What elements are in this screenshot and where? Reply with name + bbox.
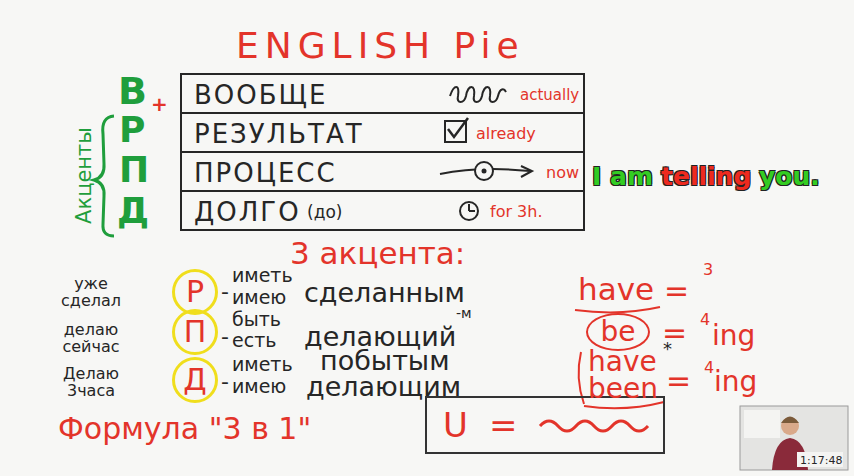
equals-sign: = <box>666 366 691 396</box>
superscript-number: 4 <box>704 360 714 376</box>
participle: побытым <box>320 347 450 374</box>
wave-symbol <box>540 421 648 431</box>
node-text: U <box>443 408 468 442</box>
brace <box>94 116 114 236</box>
node-text: ВООБЩЕ <box>194 82 327 108</box>
node-note: already <box>476 126 536 142</box>
note: Делаю 3часа <box>54 366 128 400</box>
example-word: telling <box>661 164 751 189</box>
clock-hands <box>469 204 475 211</box>
formula-title: Формула "3 в 1" <box>58 414 311 444</box>
accent-letter: П <box>119 152 149 188</box>
note: делаю сейчас <box>54 322 128 356</box>
participle: делающий <box>304 323 456 350</box>
plus-sign: + <box>151 94 168 114</box>
superscript-number: 4 <box>700 312 710 328</box>
wave-symbol <box>450 87 506 102</box>
example-word: I am <box>592 164 653 189</box>
node-note: (до) <box>307 204 342 221</box>
node-text: ПРОЦЕСС <box>194 160 337 186</box>
table-row: ДОЛГО (до) for 3h. <box>180 190 585 231</box>
clock-dot <box>475 162 493 180</box>
process-arrow <box>440 169 530 174</box>
node-text: РЕЗУЛЬТАТ <box>194 121 364 147</box>
table-row: ВООБЩЕ actually <box>180 73 585 114</box>
table-row: РЕЗУЛЬТАТ already <box>180 112 585 153</box>
example-word: you. <box>759 164 820 189</box>
board-fragment <box>744 410 780 438</box>
verb-form: имею <box>232 288 286 307</box>
accent-letter: Р <box>119 112 145 148</box>
dash: - <box>221 326 229 348</box>
suffix: ing <box>712 322 755 350</box>
video-timestamp: 1:17:48 <box>800 455 842 466</box>
accent-circle: Д <box>172 357 218 403</box>
equals-sign: = <box>664 276 689 306</box>
circled-word: be <box>586 313 650 351</box>
verb-form: иметь <box>232 266 293 285</box>
note: уже сделал <box>54 276 128 310</box>
underline <box>575 307 660 312</box>
section-heading: 3 акцента: <box>290 238 465 269</box>
formula-box: U= <box>425 396 665 454</box>
vertical-heading: Акценты <box>73 127 94 224</box>
node-note: for 3h. <box>490 204 543 220</box>
suffix-note: -м <box>456 306 472 320</box>
auxiliary: been <box>588 375 658 403</box>
accent-letter: Д <box>117 193 149 229</box>
arrow-head <box>521 166 532 177</box>
participle: делающим <box>306 373 461 400</box>
verb-form: имею <box>232 377 286 396</box>
title: ENGLISH Pie <box>236 28 525 64</box>
dot <box>482 169 487 174</box>
auxiliary: have <box>578 274 654 305</box>
table-row: ПРОЦЕСС now <box>180 151 585 192</box>
node-text: Д <box>183 365 206 395</box>
dash: - <box>221 371 229 393</box>
node-text: be <box>601 318 636 346</box>
participle: сделанным <box>304 279 465 306</box>
accent-circle: П <box>172 309 218 355</box>
node-text: Р <box>186 277 204 307</box>
asterisk: * <box>663 340 672 358</box>
person-head <box>781 417 799 435</box>
suffix: ing <box>714 368 757 396</box>
node-text: ДОЛГО <box>194 199 301 225</box>
node-note: now <box>546 165 579 181</box>
timestamp-patch <box>797 452 843 467</box>
check-mark <box>448 118 468 137</box>
verb-form: есть <box>232 331 276 350</box>
auxiliary: have <box>588 348 657 376</box>
accent-letter: В <box>118 72 147 110</box>
superscript-number: 3 <box>703 262 713 278</box>
dash: - <box>221 281 229 303</box>
clock-symbol <box>460 202 478 220</box>
person-hair <box>781 417 799 424</box>
verb-form: иметь <box>232 355 293 374</box>
node-text: П <box>184 317 207 347</box>
verb-form: быть <box>232 310 281 329</box>
node-note: = <box>489 408 518 442</box>
node-note: actually <box>520 88 579 103</box>
video-thumbnail <box>740 406 848 470</box>
